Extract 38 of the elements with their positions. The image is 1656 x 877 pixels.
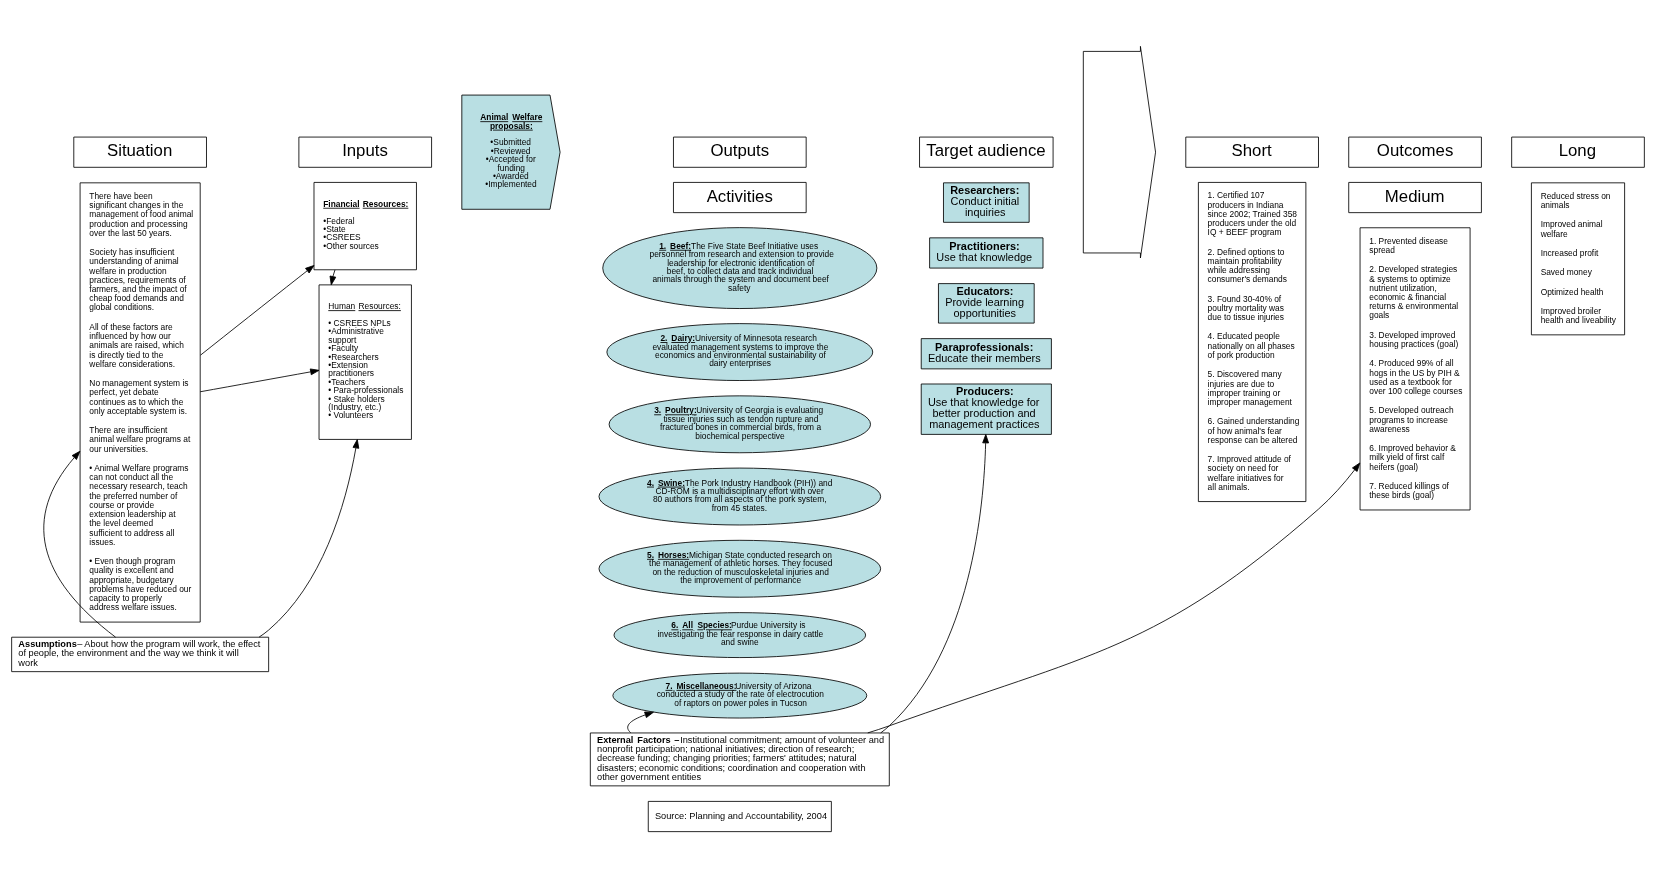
node-ellipse: 6. All Species:Purdue University is investigating the fear response in dairy cattle and swine (613, 611, 867, 658)
arrow (200, 264, 315, 356)
node-ellipse: 4. Swine:The Pork Industry Handbook (PIH)) and CD-ROM is a multidisciplinary effort with over 80 authors from all aspects of the pork system, from 45 states. (598, 467, 882, 525)
arrow (199, 368, 320, 392)
node-box: Reduced stress on animals Improved animal welfare Increased profit Saved money Optimized health Improved broiler health and liveability (1530, 181, 1626, 335)
node-box: Source: Planning and Accountability, 2004 (647, 800, 832, 832)
arrow (627, 711, 654, 733)
node-box: Short (1185, 136, 1319, 168)
node-box: Producers: Use that knowledge for better production and management practices (920, 383, 1052, 435)
node-box: Paraprofessionals: Educate their members (920, 337, 1052, 369)
node-box: Practitioners: Use that knowledge (929, 236, 1044, 268)
node-box: Medium (1348, 181, 1482, 213)
node-box: Financial Resources: •Federal •State •CSREES •Other sources (313, 181, 417, 270)
node-box: Situation (73, 136, 207, 168)
node-box: Activities (673, 181, 807, 213)
node-box: External Factors –Institutional commitment; amount of volunteer and nonprofit participation; national initiatives; direction of research; decrease funding; changing priorities; farmers' attitudes; natural disasters; economic conditions; coordination and cooperation with other government entities (589, 732, 890, 786)
node-box: 1. Prevented disease spread 2. Developed strategies & systems to optimize nutrient utilization, economic & financial returns & environmental goals 3. Developed improved housing practices (goal) 4. Produced 99% of all hogs in the US by PIH & used as a textbook for over 100 college courses 5. Developed outreach programs to increase awareness 6. Improved behavior & milk yield of first calf heifers (goal) 7. Reduced killings of these birds (goal) (1359, 226, 1471, 510)
node-box: Human Resources: • CSREES NPLs •Administrative support •Faculty •Researchers •Extension practitioners •Teachers • Para-professionals • Stake holders (Industry, etc.) • Volunteers (318, 283, 412, 440)
arrow (880, 433, 989, 733)
node-box: Assumptions– About how the program will work, the effect of people, the environment and the way we think it will work (11, 636, 270, 672)
node-box: Researchers: Conduct initial inquiries (943, 181, 1030, 223)
arrow (329, 269, 337, 285)
node-box: Long (1511, 136, 1645, 168)
node-box: Target audience (919, 136, 1054, 168)
node-box: 1. Certified 107 producers in Indiana since 2002; Trained 358 producers under the old IQ + BEEF program 2. Defined options to maintain profitability while addressing consumer's demands 3. Found 30-40% of poultry mortality was due to tissue injuries 4. Educated people nationally on all phases of pork production 5. Discovered many injuries are due to improper training or improper management 6. Gained understanding of how animal's fear response can be altered 7. Improved attitude of society on need for welfare initiatives for all animals. (1197, 181, 1307, 502)
node-ellipse: 2. Dairy:University of Minnesota research evaluated management systems to improve the economics and environmental sustainability of dairy enterprises (606, 322, 874, 381)
arrow (258, 438, 360, 637)
node-ellipse: 1. Beef:The Five State Beef Initiative uses personnel from research and extension to provide leadership for electronic identification of beef, to collect data and track individual animals through the system and document beef safety (602, 226, 878, 309)
node-arrow (1082, 45, 1156, 258)
node-box: There have been significant changes in the management of food animal production and processing over the last 50 years. Society has insufficient understanding of animal welfare in production practices, requirements of farmers, and the impact of cheap food demands and global conditions. All of these factors are influenced by how our animals are raised, which is directly tied to the welfare considerations. No management system is perfect, yet debate continues as to which the only acceptable system is. There are insufficient animal welfare programs at our universities. • Animal Welfare programs can not conduct all the necessary research, teach the preferred number of course or provide extension leadership at the level deemed sufficient to address all issues. • Even though program quality is excellent and appropriate, budgetary problems have reduced our capacity to properly address welfare issues. (79, 181, 201, 622)
node-ellipse: 3. Poultry:University of Georgia is evaluating tissue injuries such as tendon rupture and fractured bones in commercial birds, from a biochemical perspective (608, 394, 871, 453)
node-ellipse: 5. Horses:Michigan State conducted research on the management of athletic horses. They focused on the reduction of musculoskeletal injuries and the improvement of performance (598, 539, 882, 598)
node-box: Outputs (673, 136, 807, 168)
node-box: Educators: Provide learning opportunities (938, 282, 1035, 324)
node-box: Outcomes (1348, 136, 1482, 168)
arrow (43, 450, 116, 638)
node-box: Inputs (298, 136, 432, 168)
arrow (867, 462, 1361, 733)
